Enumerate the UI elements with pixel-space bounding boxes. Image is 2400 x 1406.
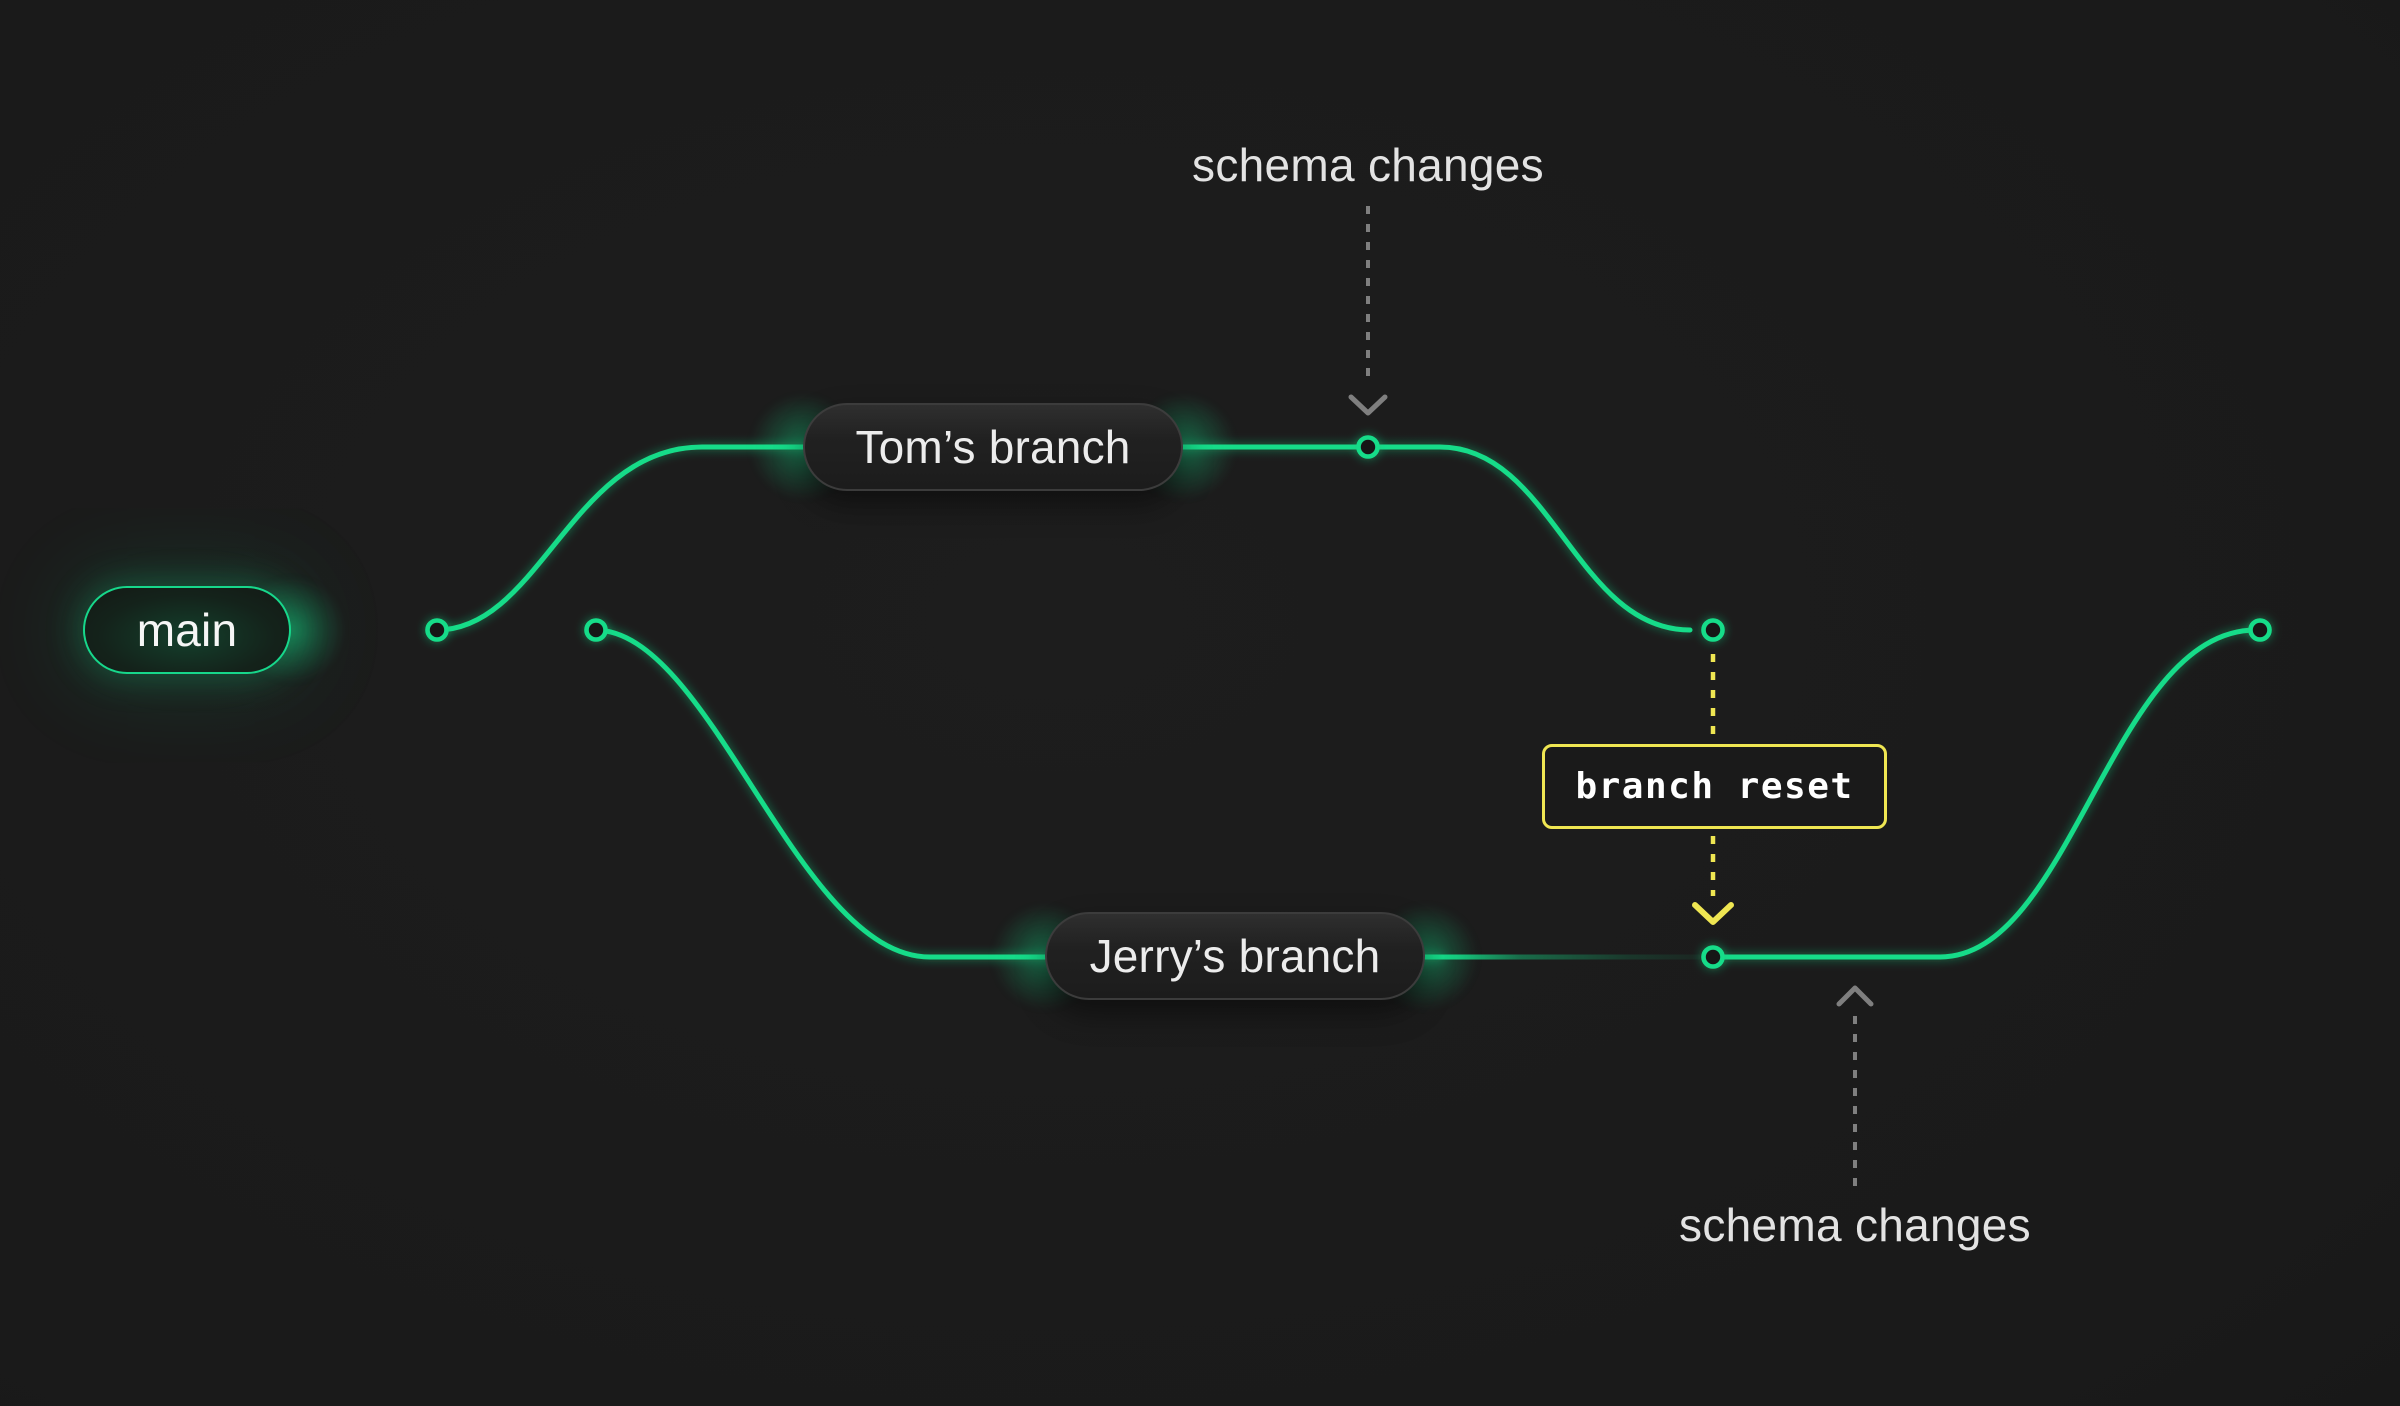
branch-reset-arrow bbox=[1692, 654, 1734, 925]
schema-changes-bottom-arrow bbox=[1836, 985, 1874, 1188]
arrow-up-icon bbox=[1836, 985, 1874, 1007]
tom-branch-label-text: Tom’s branch bbox=[855, 421, 1131, 473]
tom-branch-label: Tom’s branch bbox=[803, 403, 1183, 491]
jerry-branch-label-text: Jerry’s branch bbox=[1089, 930, 1381, 982]
branch-reset-badge: branch reset bbox=[1542, 744, 1887, 829]
commit-dots bbox=[425, 435, 2272, 969]
schema-changes-top-arrow bbox=[1348, 206, 1388, 416]
jerry-branch-label: Jerry’s branch bbox=[1045, 912, 1425, 1000]
arrow-down-icon bbox=[1692, 902, 1734, 925]
commit-dot bbox=[1701, 945, 1725, 969]
main-branch-label-text: main bbox=[136, 604, 238, 656]
commit-dot bbox=[2248, 618, 2272, 642]
jerry-branch-merge-path bbox=[1710, 627, 2259, 960]
commit-dot bbox=[1356, 435, 1380, 459]
commit-dot bbox=[425, 618, 449, 642]
schema-changes-top-note: schema changes bbox=[1192, 139, 1544, 191]
jerry-branch-path bbox=[593, 627, 1445, 960]
branch-reset-badge-text: branch reset bbox=[1575, 766, 1854, 807]
main-branch-label: main bbox=[83, 586, 291, 674]
arrow-down-icon bbox=[1348, 394, 1388, 416]
schema-changes-bottom-note: schema changes bbox=[1679, 1199, 2031, 1251]
commit-dot bbox=[1701, 618, 1725, 642]
commit-dot bbox=[584, 618, 608, 642]
